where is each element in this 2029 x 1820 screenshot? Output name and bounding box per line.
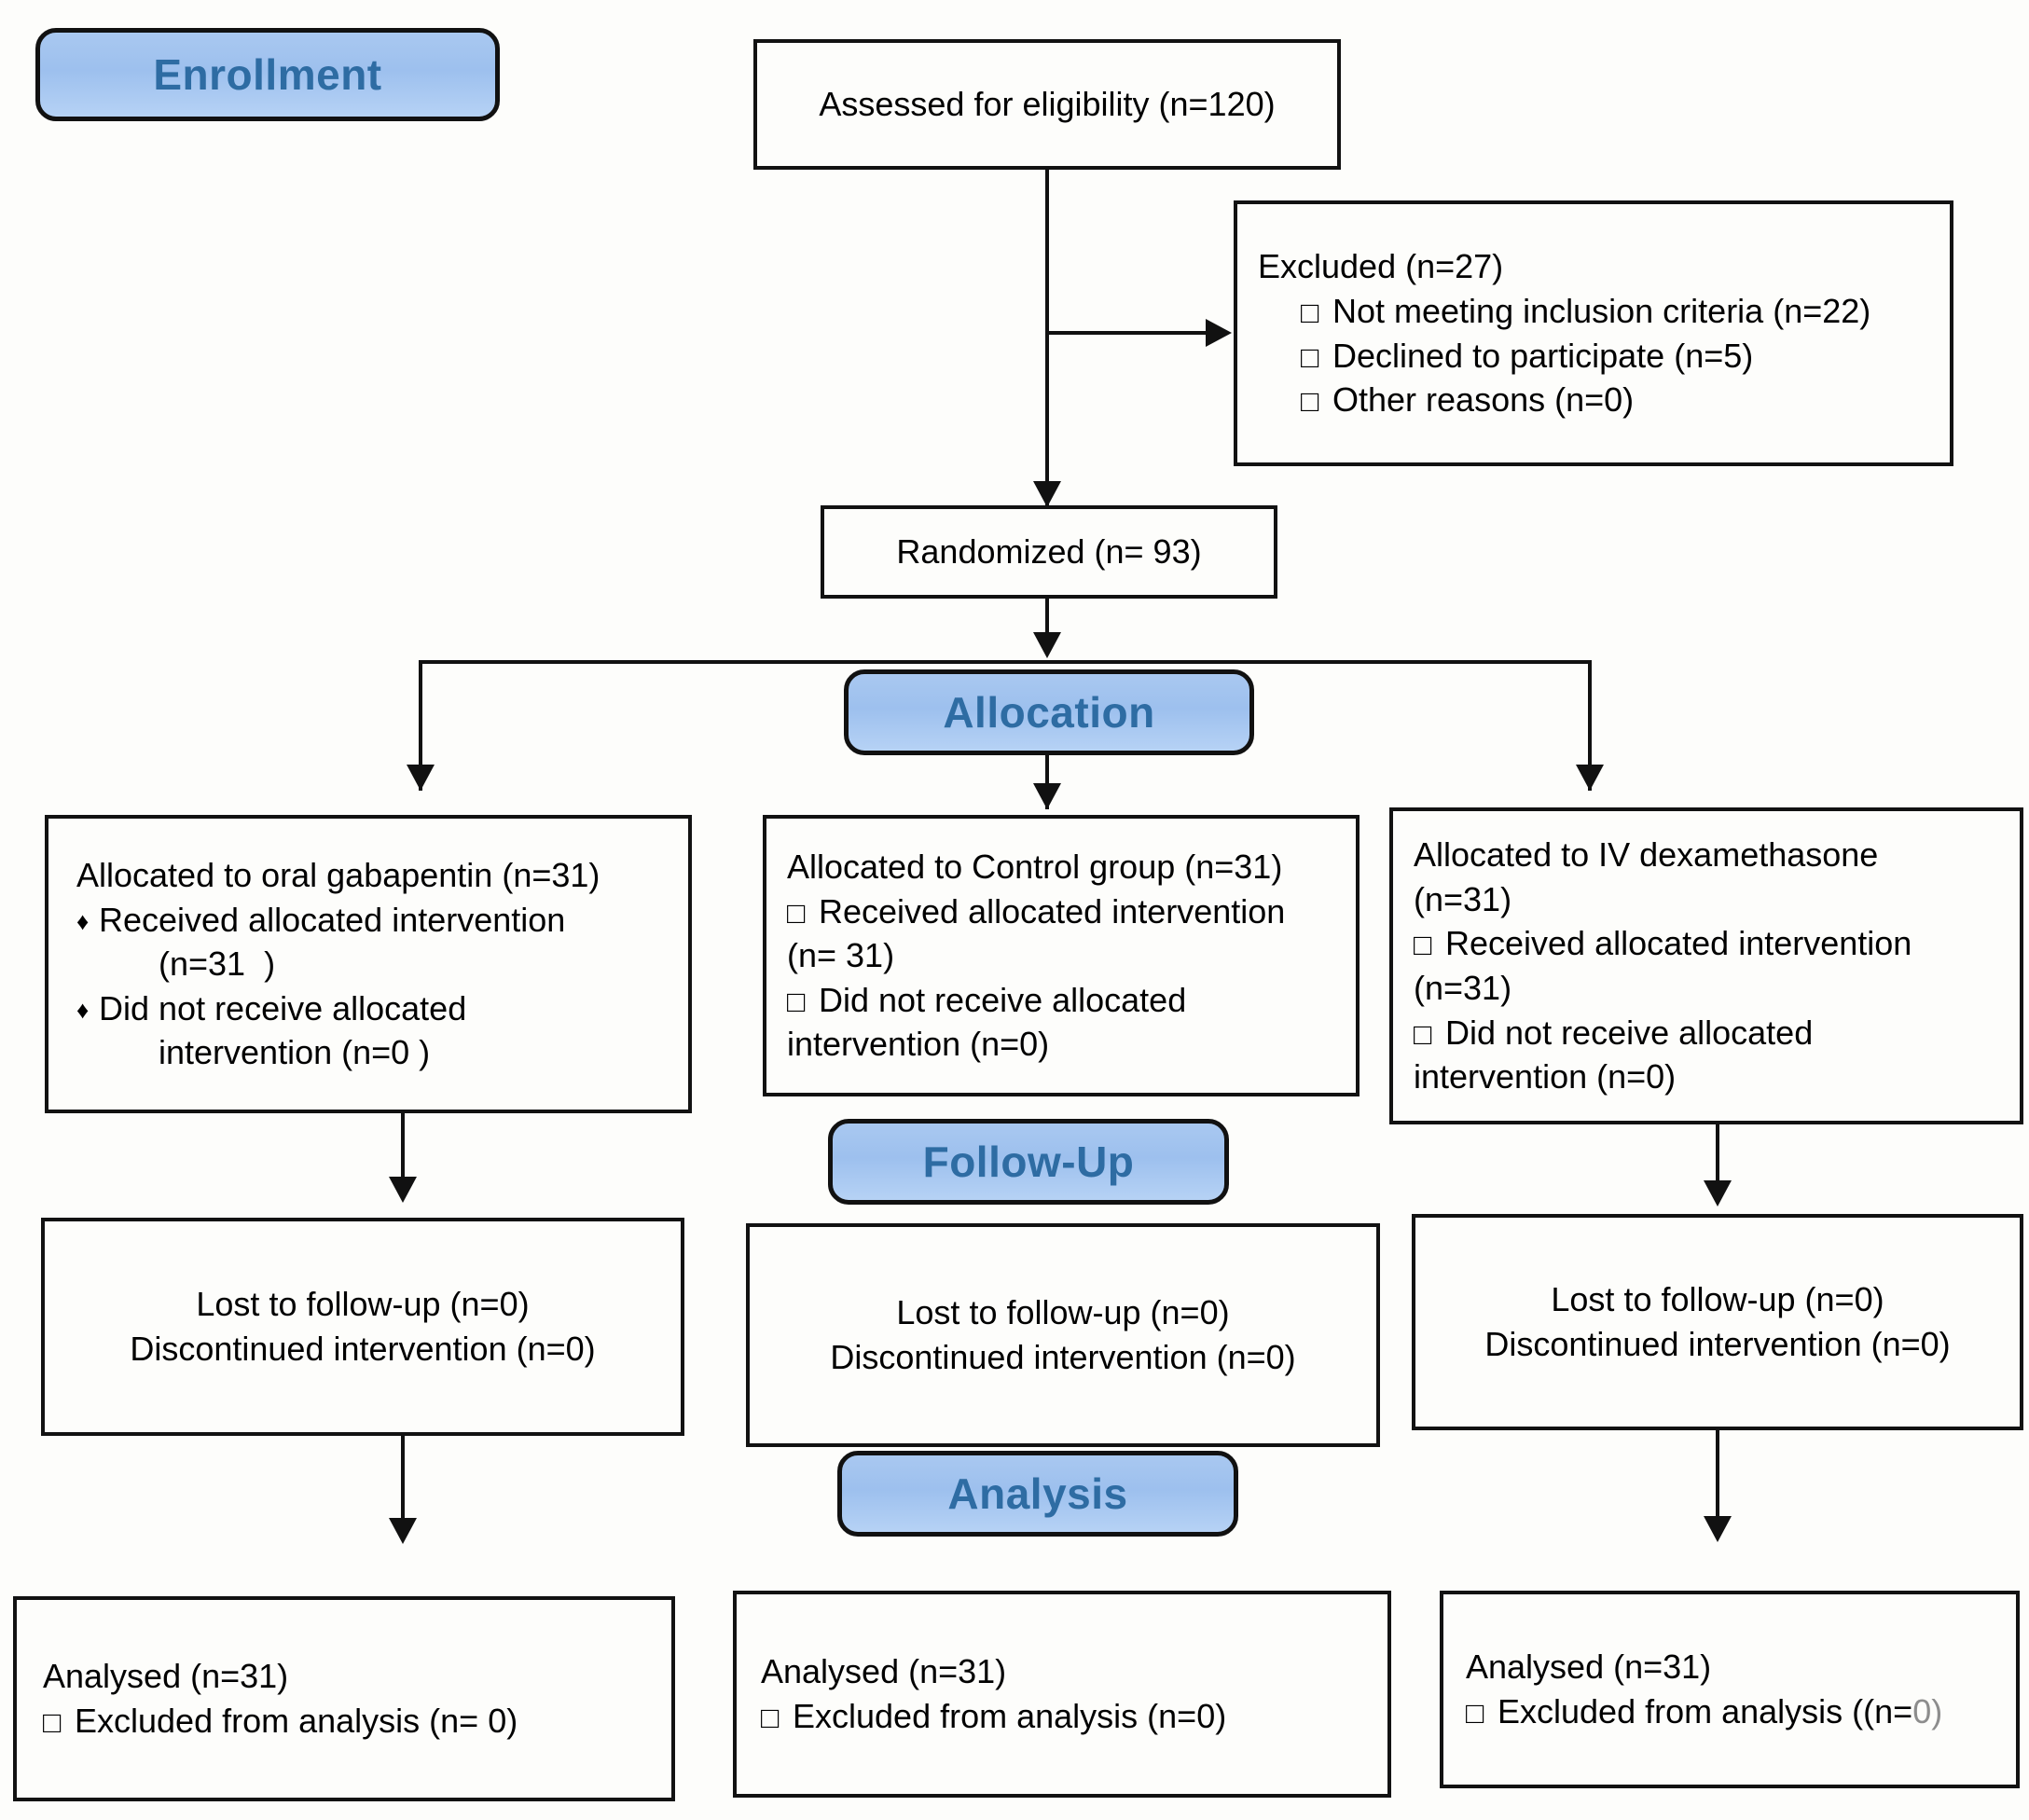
analysis-center-analysed: Analysed (n=31): [761, 1652, 1007, 1691]
box-allocation-left: Allocated to oral gabapentin (n=31) Rece…: [45, 815, 692, 1113]
randomized-text: Randomized (n= 93): [896, 532, 1202, 572]
analysis-left-excluded: Excluded from analysis (n= 0): [43, 1699, 645, 1744]
allocation-left-received-line1: Received allocated intervention: [76, 898, 660, 943]
stage-label-allocation-text: Allocation: [943, 688, 1155, 737]
allocation-left-title: Allocated to oral gabapentin (n=31): [76, 856, 600, 895]
allocation-center-received-line2: (n= 31): [787, 936, 895, 975]
arrow-branch-right: [1576, 765, 1604, 791]
connector-allocation-split-bar: [419, 660, 1590, 664]
box-followup-left: Lost to follow-up (n=0) Discontinued int…: [41, 1218, 684, 1436]
box-excluded: Excluded (n=27) Not meeting inclusion cr…: [1234, 200, 1953, 466]
connector-followup-left-to-analysis: [401, 1436, 405, 1529]
allocation-center-notreceived-line2: intervention (n=0): [787, 1025, 1050, 1064]
allocation-center-title: Allocated to Control group (n=31): [787, 848, 1283, 887]
stage-label-allocation: Allocation: [844, 669, 1254, 755]
excluded-reason-0: Not meeting inclusion criteria (n=22): [1258, 289, 1929, 334]
box-assessed-for-eligibility: Assessed for eligibility (n=120): [753, 39, 1341, 170]
stage-label-enrollment: Enrollment: [35, 28, 500, 121]
box-randomized: Randomized (n= 93): [821, 505, 1277, 599]
excluded-title: Excluded (n=27): [1258, 247, 1504, 286]
followup-left-lost: Lost to follow-up (n=0): [196, 1285, 530, 1324]
assessed-for-eligibility-text: Assessed for eligibility (n=120): [819, 85, 1276, 124]
analysis-right-excluded: Excluded from analysis ((n=0): [1466, 1689, 1994, 1734]
box-allocation-center: Allocated to Control group (n=31) Receiv…: [763, 815, 1360, 1096]
connector-to-excluded: [1045, 331, 1206, 335]
analysis-left-analysed: Analysed (n=31): [43, 1657, 289, 1696]
followup-center-discontinued: Discontinued intervention (n=0): [830, 1338, 1296, 1376]
analysis-left-excluded-text: Excluded from analysis (n= 0): [75, 1702, 518, 1740]
box-followup-right: Lost to follow-up (n=0) Discontinued int…: [1412, 1214, 2023, 1430]
stage-label-analysis: Analysis: [837, 1451, 1238, 1537]
stage-label-followup: Follow-Up: [828, 1119, 1229, 1205]
connector-branch-right: [1588, 660, 1592, 791]
allocation-left-received-line2: (n=31 ): [159, 944, 276, 984]
allocation-center-received-line1: Received allocated intervention: [787, 889, 1335, 934]
allocation-right-received-line2: (n=31): [1414, 969, 1512, 1007]
box-followup-center: Lost to follow-up (n=0) Discontinued int…: [746, 1223, 1380, 1447]
connector-alloc-right-to-followup: [1716, 1124, 1719, 1192]
connector-randomized-down: [1045, 599, 1049, 655]
stage-label-followup-text: Follow-Up: [922, 1138, 1135, 1186]
allocation-right-received-line1: Received allocated intervention: [1414, 921, 1999, 966]
allocation-center-notreceived-line1: Did not receive allocated: [787, 978, 1335, 1023]
excluded-reason-2: Other reasons (n=0): [1258, 378, 1929, 422]
arrow-followup-right-to-analysis: [1704, 1516, 1732, 1542]
allocation-right-title-line2: (n=31): [1414, 879, 1512, 918]
followup-right-lost: Lost to follow-up (n=0): [1551, 1280, 1884, 1319]
arrow-to-excluded: [1206, 319, 1232, 347]
allocation-right-notreceived-line2: intervention (n=0): [1414, 1057, 1677, 1096]
followup-left-discontinued: Discontinued intervention (n=0): [130, 1330, 596, 1368]
analysis-right-excluded-text: Excluded from analysis ((n=: [1498, 1692, 1913, 1730]
box-analysis-left: Analysed (n=31) Excluded from analysis (…: [13, 1596, 675, 1801]
connector-alloc-left-to-followup: [401, 1113, 405, 1188]
arrow-followup-left-to-analysis: [389, 1518, 417, 1544]
arrow-to-randomized: [1033, 481, 1061, 507]
arrow-randomized-split: [1033, 632, 1061, 658]
arrow-branch-center: [1033, 783, 1061, 809]
box-analysis-right: Analysed (n=31) Excluded from analysis (…: [1440, 1591, 2020, 1788]
arrow-alloc-left-to-followup: [389, 1177, 417, 1203]
analysis-center-excluded-text: Excluded from analysis (n=0): [793, 1697, 1227, 1735]
allocation-right-notreceived-line1: Did not receive allocated: [1414, 1011, 1999, 1055]
allocation-left-notreceived-line1: Did not receive allocated: [76, 986, 660, 1031]
analysis-right-excluded-suffix: 0): [1912, 1692, 1943, 1730]
connector-eligibility-down: [1045, 170, 1049, 505]
arrow-branch-left: [407, 765, 435, 791]
connector-followup-right-to-analysis: [1716, 1430, 1719, 1527]
stage-label-enrollment-text: Enrollment: [153, 50, 382, 99]
allocation-right-title-line1: Allocated to IV dexamethasone: [1414, 835, 1879, 875]
analysis-center-excluded: Excluded from analysis (n=0): [761, 1694, 1363, 1739]
excluded-reason-1: Declined to participate (n=5): [1258, 334, 1929, 379]
followup-right-discontinued: Discontinued intervention (n=0): [1484, 1325, 1951, 1363]
analysis-right-analysed: Analysed (n=31): [1466, 1648, 1712, 1687]
allocation-left-notreceived-line2: intervention (n=0 ): [159, 1033, 431, 1072]
connector-branch-left: [419, 660, 422, 791]
stage-label-analysis-text: Analysis: [947, 1469, 1128, 1518]
followup-center-lost: Lost to follow-up (n=0): [896, 1293, 1230, 1332]
arrow-alloc-right-to-followup: [1704, 1180, 1732, 1206]
box-analysis-center: Analysed (n=31) Excluded from analysis (…: [733, 1591, 1391, 1798]
box-allocation-right: Allocated to IV dexamethasone (n=31) Rec…: [1389, 807, 2023, 1124]
connector-branch-center: [1045, 751, 1049, 809]
